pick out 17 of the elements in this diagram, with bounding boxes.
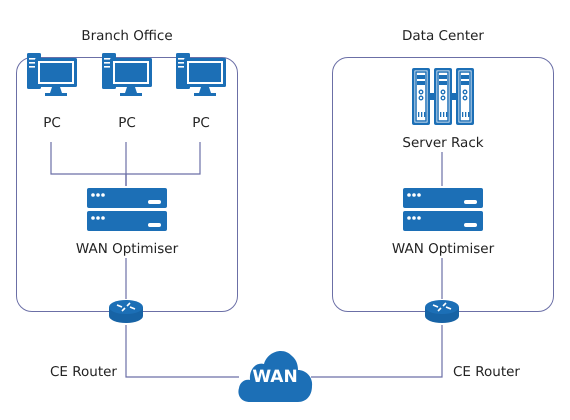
connector-line	[441, 258, 443, 299]
device-label: PC	[118, 115, 136, 131]
group-title: Data Center	[402, 28, 484, 44]
connector-line	[125, 258, 127, 299]
device-label: WAN Optimiser	[392, 241, 494, 257]
cloud-label: WAN	[252, 367, 298, 387]
connector-line	[125, 142, 201, 186]
group-title: Branch Office	[81, 28, 173, 44]
device-label: PC	[192, 115, 210, 131]
device-label: CE Router	[453, 364, 520, 380]
device-label: WAN Optimiser	[76, 241, 178, 257]
device-label: PC	[43, 115, 61, 131]
connector-line	[441, 152, 443, 186]
device-label: CE Router	[50, 364, 117, 380]
connector-line	[311, 325, 443, 378]
device-label: Server Rack	[402, 135, 484, 151]
connector-line	[125, 325, 239, 378]
